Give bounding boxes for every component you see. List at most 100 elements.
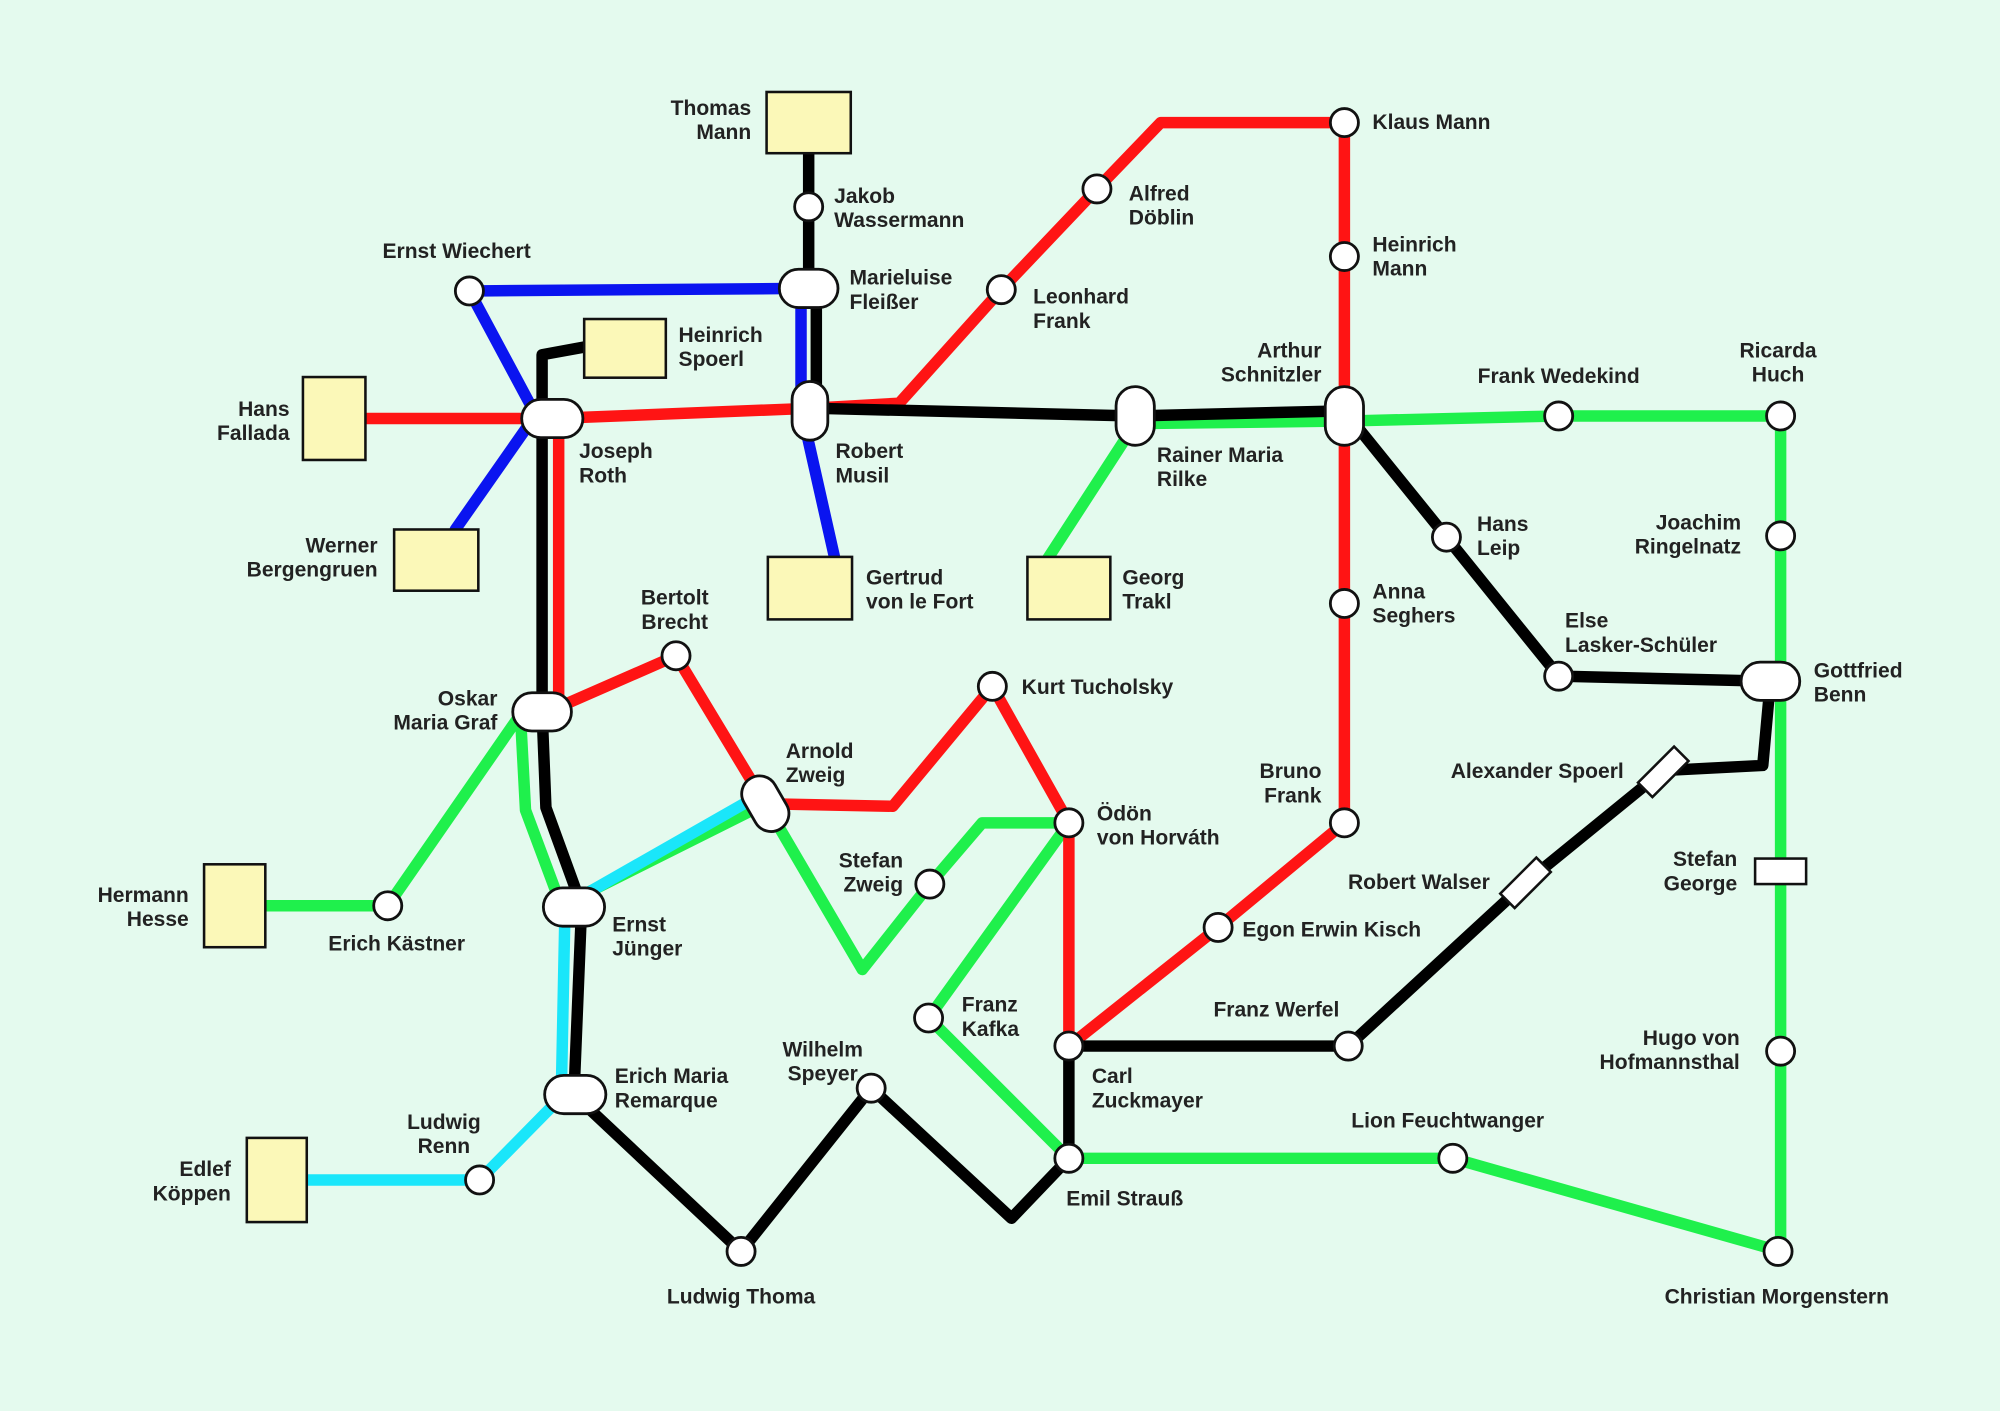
- station-kurt-tucholsky[interactable]: [976, 670, 1008, 702]
- station-else-lasker-schueler[interactable]: [1543, 660, 1575, 692]
- station-heinrich-mann[interactable]: [1328, 241, 1360, 272]
- label-line: Remarque: [615, 1089, 718, 1112]
- station-franz-werfel[interactable]: [1332, 1030, 1364, 1062]
- station-arthur-schnitzler[interactable]: [1323, 385, 1365, 447]
- label-line: Emil Strauß: [1066, 1188, 1183, 1211]
- interchange-pill: [777, 267, 840, 309]
- label-line: Benn: [1814, 684, 1867, 707]
- station-label-franz-werfel: Franz Werfel: [1213, 999, 1339, 1022]
- label-line: Robert Walser: [1348, 871, 1490, 894]
- terminus-box: [301, 375, 367, 462]
- station-emil-strauss[interactable]: [1053, 1142, 1085, 1174]
- station-erich-maria-remarque[interactable]: [543, 1073, 608, 1116]
- station-robert-walser[interactable]: [1498, 855, 1553, 910]
- label-line: Klaus Mann: [1372, 111, 1490, 134]
- station-erich-kaestner[interactable]: [372, 890, 404, 922]
- label-line: Franz Werfel: [1213, 999, 1339, 1022]
- label-line: Hofmannsthal: [1600, 1051, 1740, 1074]
- label-line: Rilke: [1157, 468, 1207, 491]
- station-hans-leip[interactable]: [1430, 521, 1462, 553]
- station-hans-fallada[interactable]: [301, 375, 367, 462]
- station-oskar-maria-graf[interactable]: [511, 691, 573, 733]
- label-line: Thomas: [671, 97, 752, 120]
- station-ludwig-thoma[interactable]: [725, 1235, 757, 1267]
- station-arnold-zweig[interactable]: [735, 769, 795, 838]
- station-circle: [1053, 1142, 1085, 1174]
- station-hermann-hesse[interactable]: [202, 863, 267, 949]
- terminus-box: [766, 555, 854, 621]
- station-label-alexander-spoerl: Alexander Spoerl: [1451, 760, 1624, 783]
- label-line: Joseph: [579, 440, 653, 463]
- station-georg-trakl[interactable]: [1026, 555, 1112, 621]
- station-klaus-mann[interactable]: [1328, 107, 1360, 139]
- station-circle: [1437, 1142, 1469, 1174]
- station-gottfried-benn[interactable]: [1739, 660, 1802, 702]
- label-line: Ödön: [1097, 802, 1152, 825]
- station-frank-wedekind[interactable]: [1543, 400, 1575, 432]
- station-alfred-doeblin[interactable]: [1081, 173, 1113, 205]
- label-line: Brecht: [641, 611, 708, 634]
- station-oedoen-von-horvath[interactable]: [1053, 807, 1085, 839]
- station-carl-zuckmayer[interactable]: [1053, 1030, 1085, 1062]
- label-line: Edlef: [179, 1158, 231, 1181]
- station-label-robert-walser: Robert Walser: [1348, 871, 1490, 894]
- label-line: Mann: [1372, 258, 1427, 281]
- station-ludwig-renn[interactable]: [464, 1164, 496, 1196]
- label-line: Frank: [1264, 784, 1322, 807]
- station-anna-seghers[interactable]: [1328, 588, 1360, 619]
- station-christian-morgenstern[interactable]: [1762, 1235, 1794, 1267]
- station-marieluise-fleisser[interactable]: [777, 267, 840, 309]
- station-ricarda-huch[interactable]: [1765, 400, 1797, 432]
- label-line: Ludwig: [407, 1111, 481, 1134]
- station-circle: [453, 275, 485, 307]
- station-rainer-maria-rilke[interactable]: [1114, 385, 1156, 447]
- station-heinrich-spoerl[interactable]: [582, 317, 668, 379]
- station-label-erich-kaestner: Erich Kästner: [328, 932, 465, 955]
- station-joachim-ringelnatz[interactable]: [1765, 520, 1797, 552]
- station-werner-bergengruen[interactable]: [392, 528, 480, 592]
- station-alexander-spoerl[interactable]: [1636, 744, 1691, 799]
- station-bruno-frank[interactable]: [1328, 807, 1360, 839]
- station-circle: [913, 1002, 945, 1034]
- station-jakob-wassermann[interactable]: [793, 191, 825, 223]
- station-bertolt-brecht[interactable]: [660, 640, 692, 672]
- label-line: Speyer: [788, 1063, 858, 1086]
- label-line: Erich Kästner: [328, 932, 465, 955]
- station-ernst-juenger[interactable]: [541, 886, 606, 928]
- label-line: Gottfried: [1814, 659, 1903, 682]
- label-line: Erich Maria: [615, 1065, 729, 1088]
- station-egon-erwin-kisch[interactable]: [1202, 912, 1234, 943]
- station-gertrud-von-le-fort[interactable]: [766, 555, 854, 621]
- station-stefan-zweig[interactable]: [914, 868, 946, 900]
- station-thomas-mann[interactable]: [765, 90, 853, 155]
- station-edlef-koeppen[interactable]: [245, 1136, 309, 1224]
- label-line: Roth: [579, 464, 627, 487]
- station-joseph-roth[interactable]: [520, 397, 585, 440]
- terminus-box: [582, 317, 668, 379]
- label-line: Zweig: [786, 764, 846, 787]
- label-line: Hugo von: [1643, 1027, 1740, 1050]
- station-ernst-wiechert[interactable]: [453, 275, 485, 307]
- station-hugo-von-hofmannsthal[interactable]: [1765, 1035, 1797, 1067]
- station-leonhard-frank[interactable]: [985, 274, 1017, 306]
- station-franz-kafka[interactable]: [913, 1002, 945, 1034]
- station-wilhelm-speyer[interactable]: [855, 1072, 887, 1104]
- label-line: Else: [1565, 610, 1608, 633]
- label-line: Renn: [418, 1135, 471, 1158]
- station-robert-musil[interactable]: [790, 380, 830, 442]
- station-stefan-george[interactable]: [1753, 857, 1808, 886]
- station-lion-feuchtwanger[interactable]: [1437, 1142, 1469, 1174]
